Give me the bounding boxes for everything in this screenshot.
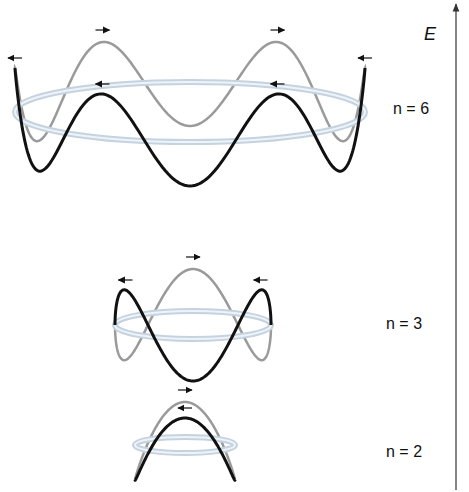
level-label: n = 6 <box>393 100 429 117</box>
motion-arrow <box>8 57 22 58</box>
level-label: n = 2 <box>386 443 422 460</box>
standing-wave-ring <box>115 257 271 381</box>
motion-arrow <box>96 83 110 84</box>
wave-front <box>115 290 271 381</box>
ring-highlight <box>115 311 271 339</box>
motion-arrow <box>118 279 132 280</box>
label-holder: n = 6 <box>393 100 429 118</box>
motion-arrow <box>178 389 192 390</box>
level-label: n = 3 <box>386 315 422 332</box>
label-holder: E <box>424 24 436 45</box>
wave-front <box>135 418 235 480</box>
standing-wave-ring <box>8 30 372 186</box>
standing-wave-ring <box>135 390 235 480</box>
motion-arrow <box>271 83 285 84</box>
wave-front <box>15 68 365 186</box>
axis-label: E <box>424 24 436 44</box>
motion-arrow <box>178 407 192 408</box>
motion-arrow <box>358 57 372 58</box>
energy-axis <box>455 4 456 490</box>
ring <box>115 311 271 339</box>
motion-arrow <box>96 29 110 30</box>
motion-arrow <box>186 256 200 257</box>
wave-back <box>115 269 271 360</box>
wave-back <box>135 402 235 480</box>
label-holder: n = 3 <box>386 315 422 333</box>
motion-arrow <box>254 279 268 280</box>
motion-arrow <box>271 29 285 30</box>
wave-back <box>15 42 365 141</box>
label-holder: n = 2 <box>386 443 422 461</box>
